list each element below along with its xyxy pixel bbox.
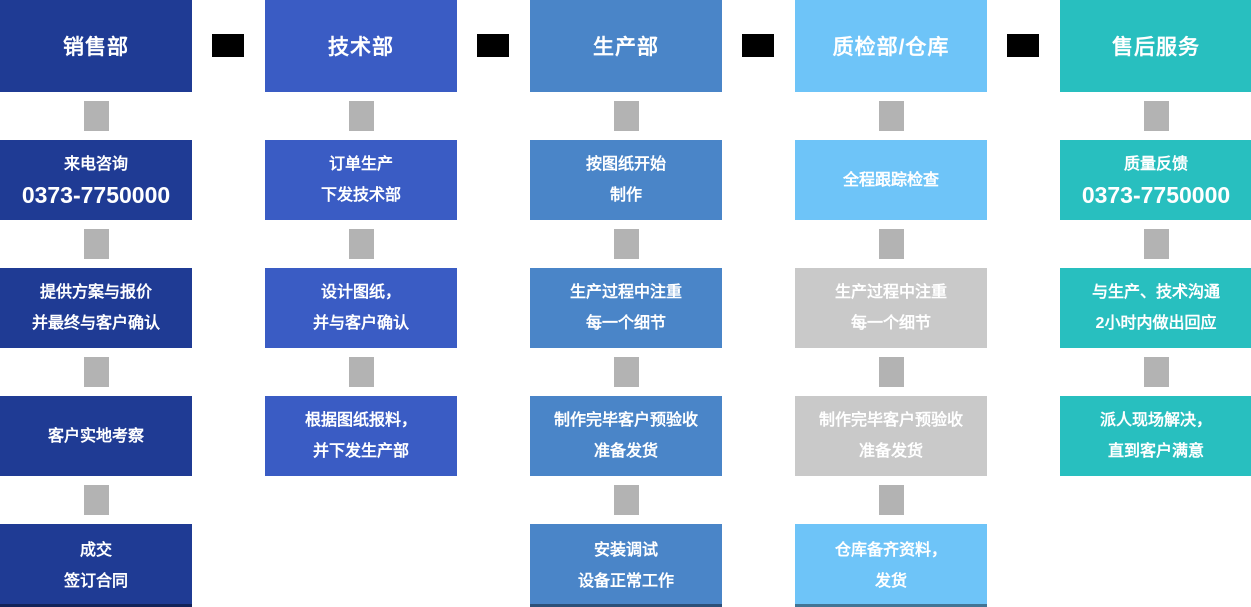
step-line: 2小时内做出回应 [1095,315,1217,332]
step-box-full-tracking: 全程跟踪检查 [795,140,987,220]
vertical-connector [83,229,109,259]
step-line: 按图纸开始 [585,156,666,173]
step-box-material-list: 根据图纸报料， 并下发生产部 [265,396,457,476]
column-sales: 销售部 来电咨询 0373-7750000 提供方案与报价 并最终与客户确认 客… [0,0,192,607]
phone-number: 0373-7750000 [21,182,171,208]
step-line: 全程跟踪检查 [842,171,939,189]
vertical-connector [613,485,639,515]
vertical-connector [878,357,904,387]
step-box-onsite-resolve: 派人现场解决， 直到客户满意 [1060,396,1251,476]
step-box-quote: 提供方案与报价 并最终与客户确认 [0,268,192,348]
step-line: 仓库备齐资料， [834,541,947,559]
step-line: 设备正常工作 [577,572,674,590]
step-box-pre-acceptance-qa: 制作完毕客户预验收 准备发货 [795,396,987,476]
step-box-order-dispatch: 订单生产 下发技术部 [265,140,457,220]
step-box-pre-acceptance: 制作完毕客户预验收 准备发货 [530,396,722,476]
vertical-connector [1143,101,1169,131]
step-line: 客户实地考察 [47,427,144,445]
dept-header-aftersales: 售后服务 [1060,0,1251,92]
vertical-connector [878,485,904,515]
vertical-connector [878,101,904,131]
step-line: 生产过程中注重 [569,284,682,301]
inter-header-connector [742,34,774,57]
step-line: 安装调试 [593,541,658,559]
vertical-connector [83,101,109,131]
vertical-connector [878,229,904,259]
step-box-warehouse-ship: 仓库备齐资料， 发货 [795,524,987,607]
step-line: 设计图纸， [320,284,401,301]
phone-number: 0373-7750000 [1081,182,1231,208]
step-line: 提供方案与报价 [39,284,152,301]
step-line: 准备发货 [858,443,923,460]
vertical-connector [83,357,109,387]
step-box-attention-detail: 生产过程中注重 每一个细节 [530,268,722,348]
vertical-connector [83,485,109,515]
dept-header-qa-warehouse: 质检部/仓库 [795,0,987,92]
step-box-start-build: 按图纸开始 制作 [530,140,722,220]
vertical-connector [348,101,374,131]
step-line: 每一个细节 [850,315,931,332]
column-aftersales: 售后服务 质量反馈 0373-7750000 与生产、技术沟通 2小时内做出回应… [1060,0,1251,607]
step-line: 生产过程中注重 [834,284,947,301]
step-line: 成交 [79,541,112,559]
step-line: 准备发货 [593,443,658,460]
step-box-design-drawings: 设计图纸， 并与客户确认 [265,268,457,348]
step-line: 制作完毕客户预验收 [818,412,963,429]
vertical-connector [348,357,374,387]
step-line: 制作 [609,187,642,204]
step-line: 并最终与客户确认 [31,315,160,332]
step-line: 并与客户确认 [312,315,409,332]
vertical-connector [613,229,639,259]
step-line: 下发技术部 [320,187,401,204]
inter-header-connector [1007,34,1039,57]
dept-header-sales: 销售部 [0,0,192,92]
step-line: 制作完毕客户预验收 [553,412,698,429]
inter-header-connector [212,34,244,57]
vertical-connector [1143,357,1169,387]
step-box-attention-detail-qa: 生产过程中注重 每一个细节 [795,268,987,348]
step-line: 签订合同 [63,572,128,590]
step-line: 并下发生产部 [312,443,409,460]
step-box-install-debug: 安装调试 设备正常工作 [530,524,722,607]
step-line: 订单生产 [328,156,393,173]
step-box-call-inquiry: 来电咨询 0373-7750000 [0,140,192,220]
inter-header-connector [477,34,509,57]
step-line: 质量反馈 [1123,156,1188,173]
dept-header-tech: 技术部 [265,0,457,92]
step-line: 每一个细节 [585,315,666,332]
column-production: 生产部 按图纸开始 制作 生产过程中注重 每一个细节 制作完毕客户预验收 准备发… [530,0,722,607]
step-line: 发货 [874,572,907,590]
step-box-2h-response: 与生产、技术沟通 2小时内做出回应 [1060,268,1251,348]
step-box-site-visit: 客户实地考察 [0,396,192,476]
step-line: 派人现场解决， [1099,412,1212,429]
step-box-quality-feedback: 质量反馈 0373-7750000 [1060,140,1251,220]
step-line: 来电咨询 [63,156,128,173]
step-box-sign-contract: 成交 签订合同 [0,524,192,607]
vertical-connector [613,357,639,387]
dept-header-production: 生产部 [530,0,722,92]
step-line: 与生产、技术沟通 [1091,284,1220,301]
column-tech: 技术部 订单生产 下发技术部 设计图纸， 并与客户确认 根据图纸报料， 并下发生… [265,0,457,607]
vertical-connector [613,101,639,131]
vertical-connector [1143,229,1169,259]
step-line: 根据图纸报料， [304,412,417,429]
vertical-connector [348,229,374,259]
step-line: 直到客户满意 [1107,443,1204,460]
column-qa-warehouse: 质检部/仓库 全程跟踪检查 生产过程中注重 每一个细节 制作完毕客户预验收 准备… [795,0,987,607]
